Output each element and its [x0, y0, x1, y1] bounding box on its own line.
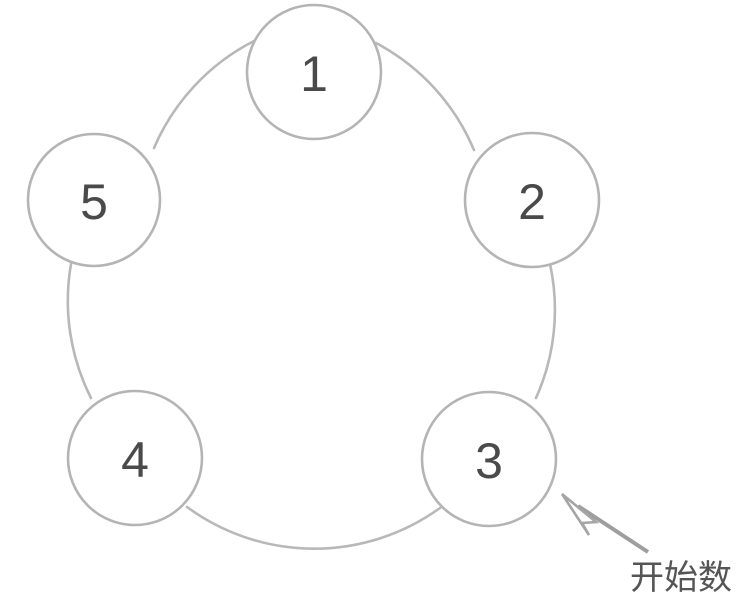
- node-1[interactable]: 1: [245, 3, 383, 141]
- arrow-head-icon: [560, 492, 600, 536]
- start-pointer-arrow: [560, 492, 650, 554]
- arc-2-to-3: [534, 262, 557, 400]
- node-1-label: 1: [300, 46, 328, 102]
- arc-1-to-2: [374, 41, 476, 152]
- node-4-circle[interactable]: [66, 389, 204, 527]
- connection-arcs: [66, 39, 557, 550]
- arc-3-to-4: [185, 505, 442, 550]
- nodes: 1 2 3 4 5: [26, 3, 601, 528]
- node-4-label: 4: [121, 432, 149, 488]
- arrow-shaft: [576, 504, 650, 554]
- arc-4-to-5: [66, 262, 93, 400]
- node-5-label: 5: [80, 174, 108, 230]
- node-2-circle[interactable]: [463, 131, 601, 269]
- node-5[interactable]: 5: [26, 132, 162, 268]
- arc-5-to-1: [152, 39, 256, 150]
- node-4[interactable]: 4: [66, 389, 204, 527]
- node-3-label: 3: [475, 433, 503, 489]
- node-1-circle[interactable]: [245, 3, 383, 141]
- node-2[interactable]: 2: [463, 131, 601, 269]
- start-number-annotation: 开始数: [630, 558, 732, 598]
- node-5-circle[interactable]: [26, 132, 162, 268]
- node-3[interactable]: 3: [420, 390, 558, 528]
- node-2-label: 2: [518, 174, 546, 230]
- node-3-circle[interactable]: [420, 390, 558, 528]
